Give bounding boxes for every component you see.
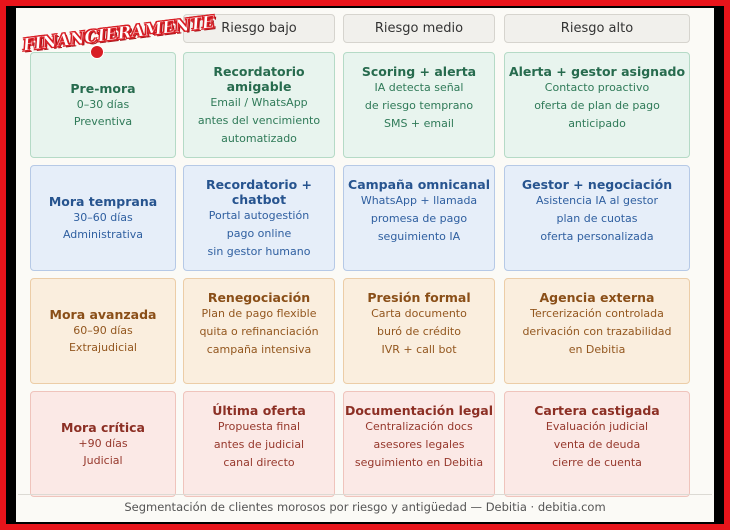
column-header-riesgo-alto: Riesgo alto (504, 14, 690, 43)
row-label-detail: Preventiva (73, 115, 133, 128)
strategy-detail: venta de deuda (553, 438, 641, 451)
row-label-detail: Judicial (83, 454, 123, 467)
strategy-detail: seguimiento IA (377, 230, 461, 243)
strategy-detail: buró de crédito (377, 325, 461, 338)
strategy-title: Recordatorio + chatbot (205, 177, 313, 207)
strategy-detail: Evaluación judicial (545, 420, 649, 433)
strategy-detail: de riesgo temprano (364, 99, 474, 112)
strategy-detail: plan de cuotas (556, 212, 638, 225)
strategy-detail: anticipado (568, 117, 626, 130)
strategy-detail: IVR + call bot (381, 343, 457, 356)
row-label-detail: Administrativa (62, 228, 144, 241)
footer-caption: Segmentación de clientes morosos por rie… (124, 500, 606, 514)
row-label-detail: Extrajudicial (68, 341, 137, 354)
strategy-title: Scoring + alerta (361, 64, 477, 79)
strategy-title: Alerta + gestor asignado (508, 64, 686, 79)
strategy-detail: antes de judicial (213, 438, 305, 451)
strategy-detail: derivación con trazabilidad (522, 325, 672, 338)
strategy-detail: cierre de cuenta (552, 456, 642, 469)
strategy-detail: Contacto proactivo (544, 81, 650, 94)
strategy-detail: Asistencia IA al gestor (535, 194, 659, 207)
strategy-title: Recordatorio amigable (213, 64, 305, 94)
strategy-detail: WhatsApp + llamada (360, 194, 478, 207)
strategy-detail: seguimiento en Debitia (354, 456, 484, 469)
row-label-detail: +90 días (78, 437, 128, 450)
strategy-detail: Email / WhatsApp (210, 96, 308, 109)
strategy-detail: Carta documento (371, 307, 467, 320)
strategy-detail: quita o refinanciación (199, 325, 319, 338)
strategy-detail: automatizado (221, 132, 297, 145)
strategy-title: Presión formal (367, 290, 471, 305)
strategy-detail: promesa de pago (370, 212, 468, 225)
row-label-detail: 60–90 días (73, 324, 133, 337)
strategy-title: Gestor + negociación (521, 177, 673, 192)
strategy-detail: Plan de pago flexible (201, 307, 317, 320)
strategy-detail: campaña intensiva (206, 343, 312, 356)
row-label-detail: 0–30 días (76, 98, 130, 111)
row-label-title: Mora crítica (61, 420, 145, 435)
strategy-title: Última oferta (212, 403, 306, 418)
strategy-detail: asesores legales (373, 438, 465, 451)
strategy-detail: oferta personalizada (540, 230, 654, 243)
strategy-detail: Centralización docs (365, 420, 473, 433)
row-label-title: Mora temprana (48, 194, 158, 209)
strategy-detail: Portal autogestión (208, 209, 310, 222)
strategy-detail: oferta de plan de pago (534, 99, 660, 112)
strategy-detail: antes del vencimiento (197, 114, 321, 127)
column-header-riesgo-bajo: Riesgo bajo (183, 14, 335, 43)
column-header-riesgo-medio: Riesgo medio (343, 14, 495, 43)
strategy-detail: canal directo (223, 456, 295, 469)
row-label-title: Pre-mora (70, 81, 136, 96)
row-label-title: Mora avanzada (49, 307, 157, 322)
strategy-detail: IA detecta señal (374, 81, 464, 94)
strategy-title: Renegociación (207, 290, 311, 305)
strategy-title: Agencia externa (539, 290, 655, 305)
strategy-detail: en Debitia (568, 343, 626, 356)
strategy-title: Documentación legal (344, 403, 494, 418)
row-label-detail: 30–60 días (73, 211, 133, 224)
strategy-detail: Propuesta final (217, 420, 301, 433)
strategy-detail: Tercerización controlada (530, 307, 664, 320)
strategy-detail: SMS + email (383, 117, 454, 130)
footer-divider (18, 494, 712, 495)
strategy-detail: sin gestor humano (207, 245, 311, 258)
strategy-title: Campaña omnicanal (348, 177, 490, 192)
strategy-title: Cartera castigada (534, 403, 660, 418)
strategy-card: Scoring + alerta IA detecta señal de riesg… (343, 52, 495, 158)
strategy-detail: pago online (226, 227, 292, 240)
logo-badge-icon (90, 45, 104, 59)
